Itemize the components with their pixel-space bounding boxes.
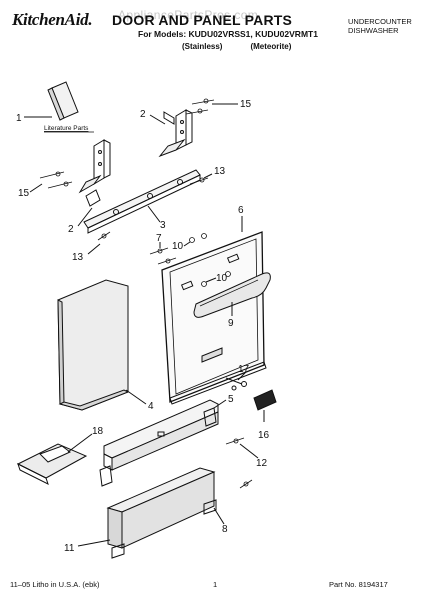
door-handle bbox=[193, 272, 271, 318]
appliance-type: UNDERCOUNTER DISHWASHER bbox=[348, 17, 412, 35]
leader-13b bbox=[87, 243, 101, 255]
callout-11: 11 bbox=[64, 543, 75, 554]
leader-5 bbox=[213, 399, 227, 409]
callout-10a: 10 bbox=[172, 241, 184, 252]
callout-2a: 2 bbox=[140, 109, 146, 120]
leader-12 bbox=[239, 443, 259, 459]
callout-15b: 15 bbox=[18, 188, 30, 199]
callout-3: 3 bbox=[160, 220, 166, 231]
callout-5: 5 bbox=[228, 394, 234, 405]
leader-15b bbox=[29, 183, 43, 193]
footer-part-number: Part No. 8194317 bbox=[329, 580, 388, 589]
inner-door-liner bbox=[57, 279, 130, 411]
callout-15a: 15 bbox=[240, 99, 252, 110]
callout-12: 12 bbox=[256, 458, 268, 469]
callout-8: 8 bbox=[222, 524, 228, 535]
callout-13a: 13 bbox=[214, 166, 226, 177]
watermark: AppliancePartsPros.com bbox=[118, 8, 259, 22]
model-list: For Models: KUDU02VRSS1, KUDU02VRMT1 bbox=[138, 29, 318, 39]
kickplate bbox=[106, 467, 217, 559]
callout-7: 7 bbox=[156, 233, 162, 244]
callout-numbers: 1 2 2 3 4 5 6 7 8 9 10 10 11 12 13 13 15… bbox=[16, 99, 270, 554]
outer-door-panel bbox=[161, 231, 267, 405]
literature-booklet bbox=[47, 81, 79, 121]
documentation-bag bbox=[16, 443, 88, 485]
leader-4 bbox=[125, 389, 147, 405]
brand-logo: KitchenAid. bbox=[12, 10, 93, 29]
leader-2a bbox=[149, 114, 166, 125]
kickplate-bracket bbox=[99, 399, 219, 487]
page-title: DOOR AND PANEL PARTS bbox=[112, 12, 293, 28]
screws bbox=[39, 98, 253, 489]
leader-3 bbox=[147, 205, 161, 223]
callout-6: 6 bbox=[238, 205, 244, 216]
leader-10b bbox=[205, 277, 217, 283]
leader-2b bbox=[77, 207, 93, 227]
leader-17 bbox=[237, 371, 247, 381]
leader-18 bbox=[67, 433, 93, 453]
callout-10b: 10 bbox=[216, 273, 228, 284]
footer-page-number: 1 bbox=[213, 580, 218, 589]
footer-litho: 11–05 Litho in U.S.A. (ebk) bbox=[10, 580, 100, 589]
literature-parts-label: Literature Parts bbox=[44, 125, 89, 132]
callout-4: 4 bbox=[148, 401, 154, 412]
callout-18: 18 bbox=[92, 426, 104, 437]
leader-8 bbox=[213, 507, 225, 525]
leader-13a bbox=[203, 173, 213, 179]
model-variants: (Stainless) (Meteorite) bbox=[182, 42, 319, 51]
callout-16: 16 bbox=[258, 430, 270, 441]
variant-stainless: (Stainless) bbox=[182, 42, 223, 51]
callout-1: 1 bbox=[16, 113, 22, 124]
appliance-type-line1: UNDERCOUNTER bbox=[348, 17, 412, 26]
hinge-bracket-left bbox=[78, 139, 111, 207]
leader-10a bbox=[183, 241, 191, 247]
leader-11 bbox=[77, 539, 111, 547]
callout-17: 17 bbox=[238, 364, 250, 375]
callout-9: 9 bbox=[228, 318, 234, 329]
callout-2b: 2 bbox=[68, 224, 74, 235]
control-module bbox=[225, 377, 277, 411]
appliance-type-line2: DISHWASHER bbox=[348, 26, 399, 35]
hinge-bracket-right bbox=[158, 109, 193, 158]
callout-13b: 13 bbox=[72, 252, 84, 263]
variant-meteorite: (Meteorite) bbox=[250, 42, 292, 51]
